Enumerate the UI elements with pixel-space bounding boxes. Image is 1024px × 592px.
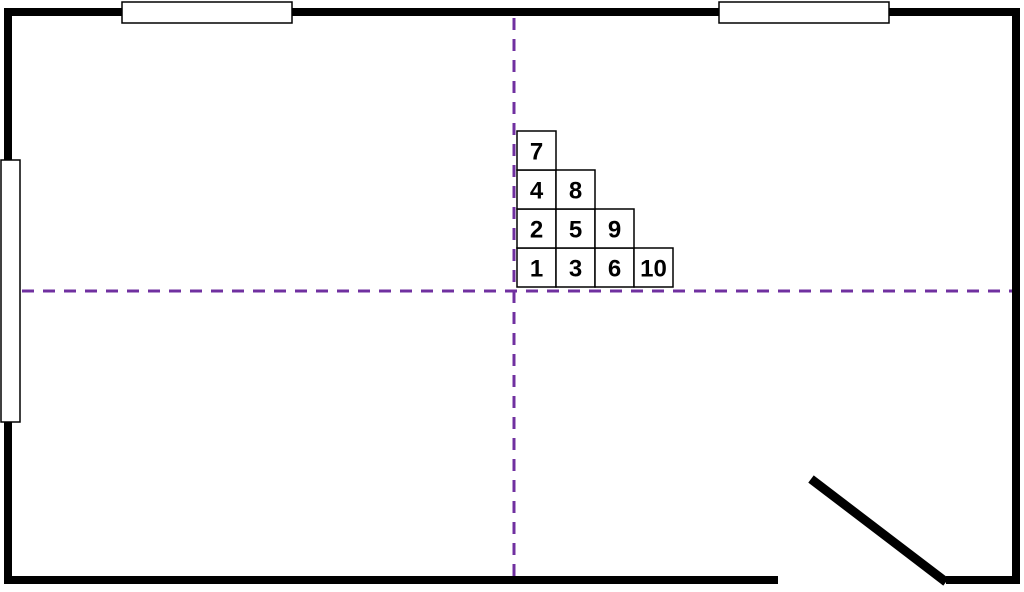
center-axes bbox=[22, 18, 1012, 580]
tile-box bbox=[555, 169, 596, 210]
window-left bbox=[0, 159, 21, 423]
tile-box bbox=[594, 208, 635, 249]
tile: 5 bbox=[555, 208, 596, 249]
tile-box bbox=[516, 208, 557, 249]
tile-box bbox=[516, 130, 557, 171]
tile: 7 bbox=[516, 130, 557, 171]
tile-box bbox=[555, 247, 596, 288]
tile-label: 8 bbox=[569, 178, 582, 205]
tile-label: 7 bbox=[530, 139, 543, 166]
tile: 6 bbox=[594, 247, 635, 288]
walls bbox=[4, 8, 1020, 584]
tile-label: 9 bbox=[608, 217, 621, 244]
tile: 3 bbox=[555, 247, 596, 288]
tile-label: 1 bbox=[530, 256, 543, 283]
tile-box bbox=[594, 247, 635, 288]
windows bbox=[0, 1, 890, 423]
tile-label: 6 bbox=[608, 256, 621, 283]
tile-label: 5 bbox=[569, 217, 582, 244]
tile: 4 bbox=[516, 169, 557, 210]
tile-label: 4 bbox=[530, 178, 544, 205]
tile-box bbox=[633, 247, 674, 288]
tile-label: 2 bbox=[530, 217, 543, 244]
tile: 2 bbox=[516, 208, 557, 249]
tile: 9 bbox=[594, 208, 635, 249]
tile-label: 10 bbox=[640, 256, 667, 283]
door-leaf bbox=[808, 475, 949, 586]
window-top-left bbox=[121, 1, 293, 24]
tile-box bbox=[555, 208, 596, 249]
tile: 1 bbox=[516, 247, 557, 288]
tile: 10 bbox=[633, 247, 674, 288]
window-top-right bbox=[718, 1, 890, 24]
tile: 8 bbox=[555, 169, 596, 210]
tile-label: 3 bbox=[569, 256, 582, 283]
